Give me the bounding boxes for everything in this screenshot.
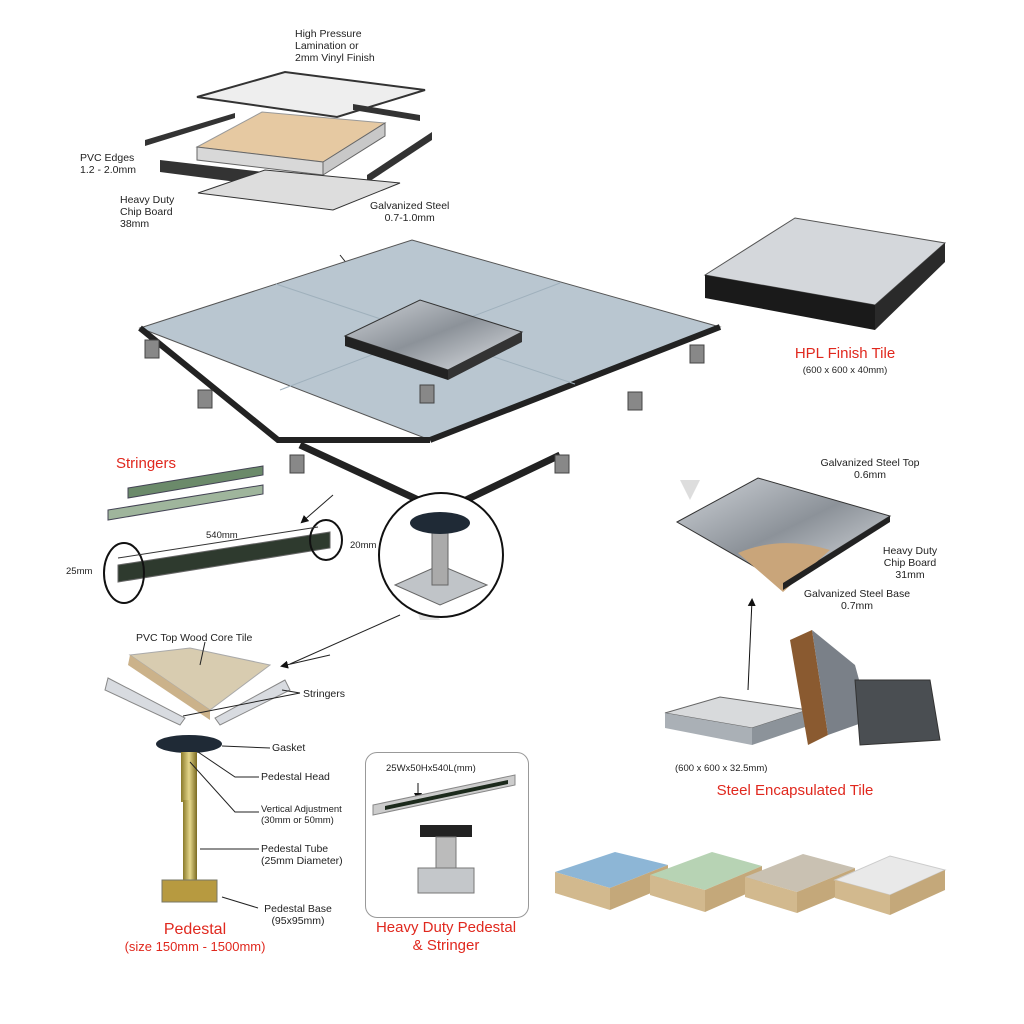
label-line: Galvanized Steel Base (803, 588, 911, 600)
label-line: Galvanized Steel (370, 200, 450, 212)
stringers-title: Stringers (116, 455, 177, 472)
label-line: PVC Edges (80, 152, 135, 164)
label-line: 31mm (895, 569, 925, 581)
stringer-length: 540mm (206, 530, 238, 541)
hpl-tile-size: (600 x 600 x 40mm) (802, 365, 888, 376)
exploded-tile-illustration (145, 70, 432, 211)
pedestal-zoom-circle (280, 492, 504, 669)
title-line: & Stringer (412, 937, 480, 954)
label-line: Heavy Duty (882, 545, 938, 557)
vertical-adjustment-label: Vertical Adjustment(30mm or 50mm) (261, 804, 342, 826)
heavy-duty-title: Heavy Duty Pedestal& Stringer (355, 919, 537, 955)
heavy-duty-illustration (372, 774, 516, 894)
wood-core-tile-label: PVC Top Wood Core Tile (136, 632, 253, 644)
label-line: Vertical Adjustment (261, 804, 342, 815)
label-line: 0.7-1.0mm (384, 212, 435, 224)
stringer-height-a: 25mm (66, 566, 93, 577)
label-line: Chip Board (883, 557, 937, 569)
label-line: Lamination or (295, 40, 359, 52)
pedestal-title: Pedestal (163, 921, 227, 938)
label-line: High Pressure (295, 28, 362, 40)
label-line: Pedestal Tube (261, 843, 329, 855)
label-line: Heavy Duty (120, 194, 175, 206)
label-line: 0.6mm (853, 469, 887, 481)
tile-color-samples (555, 852, 947, 915)
steel-tile-title: Steel Encapsulated Tile (716, 782, 874, 799)
hpl-tile-illustration (703, 217, 947, 330)
stringers-illustration (103, 465, 343, 604)
steel-encapsulated-illustration (664, 477, 941, 746)
label-line: (25mm Diameter) (261, 855, 343, 867)
label-line: (95x95mm) (271, 915, 325, 927)
label-line: 38mm (120, 218, 150, 230)
pedestal-head-label: Pedestal Head (261, 771, 330, 783)
label-line: 0.7mm (840, 600, 874, 612)
heavy-duty-dimension: 25Wx50Hx540L(mm) (386, 763, 476, 774)
label-line: (30mm or 50mm) (261, 815, 334, 826)
title-line: Heavy Duty Pedestal (375, 919, 517, 936)
gasket-label: Gasket (272, 742, 306, 754)
hpl-tile-title: HPL Finish Tile (794, 345, 896, 362)
heavy-duty-box (365, 752, 529, 918)
pedestal-tube-label: Pedestal Tube(25mm Diameter) (261, 843, 343, 867)
label-line: Pedestal Base (264, 903, 332, 915)
stringer-height-b: 20mm (350, 540, 377, 551)
pedestal-base-label: Pedestal Base(95x95mm) (258, 903, 338, 927)
pedestal-size: (size 150mm - 1500mm) (124, 939, 266, 954)
steel-tile-size: (600 x 600 x 32.5mm) (675, 763, 768, 774)
label-line: Chip Board (120, 206, 173, 218)
label-line: 1.2 - 2.0mm (80, 164, 137, 176)
label-line: Galvanized Steel Top (820, 457, 920, 469)
label-line: 2mm Vinyl Finish (295, 52, 375, 64)
pedestal-stringers-label: Stringers (303, 688, 346, 700)
